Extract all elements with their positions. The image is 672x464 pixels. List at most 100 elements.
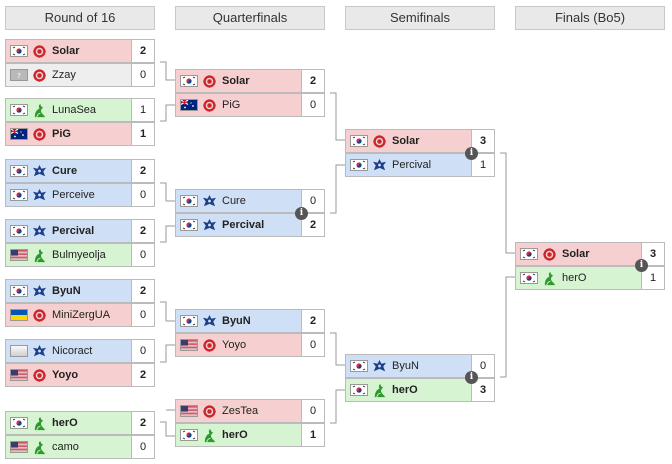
player-slot[interactable]: Solar 2 [5, 39, 155, 63]
player-score: 2 [131, 280, 154, 302]
au-flag-icon [180, 99, 198, 111]
player-name[interactable]: Percival [222, 219, 265, 231]
player-name[interactable]: Solar [222, 75, 250, 87]
info-icon[interactable]: i [295, 207, 308, 220]
player-slot[interactable]: PiG 0 [175, 93, 325, 117]
zerg-race-icon [202, 404, 217, 419]
us-flag-icon [180, 339, 198, 351]
player-score: 1 [131, 123, 154, 145]
info-icon[interactable]: i [635, 259, 648, 272]
player-slot[interactable]: ByuN 2 [175, 309, 325, 333]
zerg-race-icon [32, 44, 47, 59]
player-name[interactable]: MiniZergUA [52, 309, 111, 321]
player-slot[interactable]: camo 0 [5, 435, 155, 459]
kr-flag-icon [10, 189, 28, 201]
player-score: 2 [301, 70, 324, 92]
terran-race-icon [202, 218, 217, 233]
kr-flag-icon [180, 315, 198, 327]
zerg-race-icon [202, 74, 217, 89]
player-name[interactable]: Zzay [52, 69, 76, 81]
player-score: 2 [131, 160, 154, 182]
info-icon[interactable]: i [465, 371, 478, 384]
player-name[interactable]: Perceive [52, 189, 95, 201]
kr-flag-icon [180, 75, 198, 87]
player-name[interactable]: Yoyo [222, 339, 247, 351]
player-name[interactable]: Cure [52, 165, 78, 177]
terran-race-icon [32, 344, 47, 359]
round-header-semifinals: Semifinals [345, 6, 495, 30]
player-slot[interactable]: Cure 2 [5, 159, 155, 183]
kr-flag-icon [350, 384, 368, 396]
player-name[interactable]: Yoyo [52, 369, 79, 381]
player-name[interactable]: LunaSea [52, 104, 97, 116]
player-slot[interactable]: LunaSea 1 [5, 98, 155, 122]
player-score: 2 [131, 364, 154, 386]
info-icon[interactable]: i [465, 147, 478, 160]
player-slot[interactable]: Yoyo 2 [5, 363, 155, 387]
player-score: 0 [131, 64, 154, 86]
terran-race-icon [32, 224, 47, 239]
player-name[interactable]: ByuN [52, 285, 81, 297]
zerg-race-icon [32, 68, 47, 83]
player-score: 2 [131, 412, 154, 434]
player-score: 2 [131, 40, 154, 62]
player-name[interactable]: PiG [222, 99, 241, 111]
player-name[interactable]: ZesTea [222, 405, 259, 417]
kr-flag-icon [180, 219, 198, 231]
us-flag-icon [10, 441, 28, 453]
svg-text:?: ? [17, 72, 21, 80]
player-slot[interactable]: PiG 1 [5, 122, 155, 146]
player-name[interactable]: Solar [562, 248, 590, 260]
terran-race-icon [372, 158, 387, 173]
kr-flag-icon [350, 360, 368, 372]
kr-flag-icon [180, 429, 198, 441]
player-name[interactable]: Solar [392, 135, 420, 147]
au-flag-icon [10, 128, 28, 140]
player-slot[interactable]: ? Zzay 0 [5, 63, 155, 87]
player-name[interactable]: ByuN [392, 360, 419, 372]
player-name[interactable]: PiG [52, 128, 71, 140]
protoss-race-icon [32, 103, 47, 118]
player-score: 0 [131, 436, 154, 458]
terran-race-icon [32, 284, 47, 299]
player-name[interactable]: Cure [222, 195, 246, 207]
terran-race-icon [202, 314, 217, 329]
us-flag-icon [10, 369, 28, 381]
player-name[interactable]: Nicoract [52, 345, 93, 357]
player-score: 0 [301, 190, 324, 212]
player-score: 1 [131, 99, 154, 121]
player-name[interactable]: Percival [52, 225, 95, 237]
player-name[interactable]: herO [222, 429, 248, 441]
kr-flag-icon [520, 272, 538, 284]
zerg-race-icon [542, 247, 557, 262]
ua-flag-icon [10, 309, 28, 321]
round-header-quarterfinals: Quarterfinals [175, 6, 325, 30]
player-name[interactable]: Solar [52, 45, 80, 57]
player-slot[interactable]: Solar 2 [175, 69, 325, 93]
player-name[interactable]: herO [392, 384, 418, 396]
player-slot[interactable]: Nicoract 0 [5, 339, 155, 363]
player-slot[interactable]: herO 2 [5, 411, 155, 435]
round-header-finals: Finals (Bo5) [515, 6, 665, 30]
player-name[interactable]: ByuN [222, 315, 251, 327]
us-flag-icon [180, 405, 198, 417]
player-name[interactable]: herO [562, 272, 587, 284]
player-name[interactable]: Percival [392, 159, 432, 171]
player-score: 2 [301, 310, 324, 332]
player-name[interactable]: herO [52, 417, 78, 429]
player-score: 0 [301, 94, 324, 116]
player-score: 0 [131, 340, 154, 362]
player-name[interactable]: camo [52, 441, 79, 453]
player-slot[interactable]: ByuN 2 [5, 279, 155, 303]
player-name[interactable]: Bulmyeolja [52, 249, 106, 261]
